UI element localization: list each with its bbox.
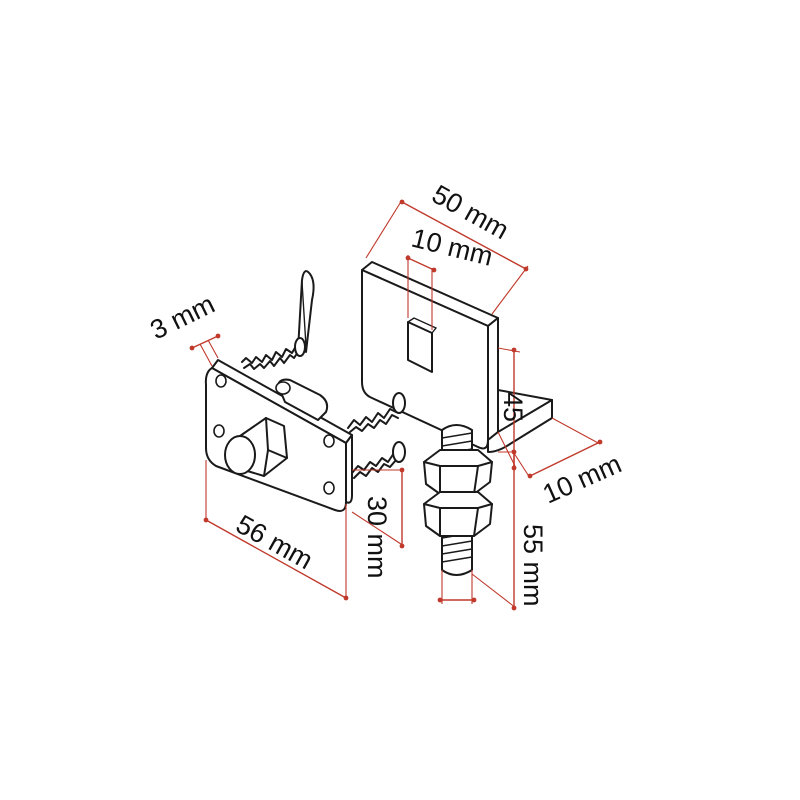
- dim-45-ext: [497, 347, 521, 469]
- screw-upper-left-head: [294, 337, 306, 357]
- bracket-foot-edge: [497, 389, 553, 433]
- cotter-pin: [297, 270, 315, 353]
- screw-middle-lower-head: [392, 441, 406, 463]
- rear-lug-pin: [275, 381, 291, 395]
- bracket-slot-depth: [407, 317, 438, 334]
- dim-3-line: [191, 335, 219, 349]
- screw-middle-upper-head: [392, 392, 406, 414]
- label-56mm: 56 mm: [231, 509, 318, 575]
- dim-50-line: [401, 201, 527, 270]
- bracket-slot: [407, 321, 433, 373]
- screw-middle-lower: [351, 441, 406, 479]
- cotter-pin-outer: [297, 270, 315, 353]
- screw-middle-upper-shank: [347, 408, 397, 429]
- label-30mm: 30 mm: [362, 496, 392, 579]
- plate-hole-bottom-right: [323, 481, 335, 495]
- plate-right-edge: [345, 434, 353, 504]
- dim-30-ext: [351, 469, 405, 547]
- dim-56-line: [205, 519, 347, 599]
- label-45: 45: [498, 392, 528, 422]
- dim-3-ext: [199, 339, 219, 367]
- hex-nut-upper-faces: [423, 461, 493, 495]
- cotter-pin-inner: [301, 281, 307, 347]
- label-55mm: 55 mm: [518, 524, 548, 607]
- hex-nut-lower-faces: [423, 503, 493, 537]
- hex-boss-edge: [263, 417, 288, 477]
- hex-nut-lower: [423, 491, 493, 537]
- screw-middle-upper: [347, 392, 406, 433]
- dimension-ticks: [189, 199, 603, 611]
- plate-hole-bottom-left: [213, 424, 225, 438]
- dim-50-ext: [365, 199, 529, 315]
- dim-10-right-line: [529, 441, 601, 477]
- mounting-plate-assembly: [204, 359, 353, 512]
- screw-upper-left-shank-low: [243, 351, 299, 370]
- screw-upper-left-shank: [241, 345, 297, 364]
- screw-middle-lower-shank-low: [353, 459, 397, 479]
- hex-nut-upper: [423, 449, 493, 495]
- bracket-assembly: [361, 261, 553, 576]
- plate-hole-top-right: [323, 434, 335, 448]
- dim-10-right-ext: [511, 417, 601, 479]
- hex-boss-cap: [224, 435, 256, 475]
- dim-10-top-line: [407, 257, 435, 271]
- dim-10-top-ext: [407, 255, 433, 330]
- bracket-side-edge: [487, 317, 499, 441]
- label-3mm: 3 mm: [145, 289, 219, 346]
- dim-stud-ext: [441, 570, 473, 604]
- screw-middle-upper-shank-low: [349, 414, 399, 433]
- screw-middle-lower-shank: [351, 452, 395, 474]
- dimension-lines: [189, 199, 603, 611]
- plate-hole-top-left: [215, 374, 227, 388]
- screw-upper-left: [241, 337, 306, 370]
- label-10mm-right: 10 mm: [538, 449, 626, 510]
- dim-56-ext: [205, 460, 347, 600]
- bracket-foot: [487, 399, 553, 453]
